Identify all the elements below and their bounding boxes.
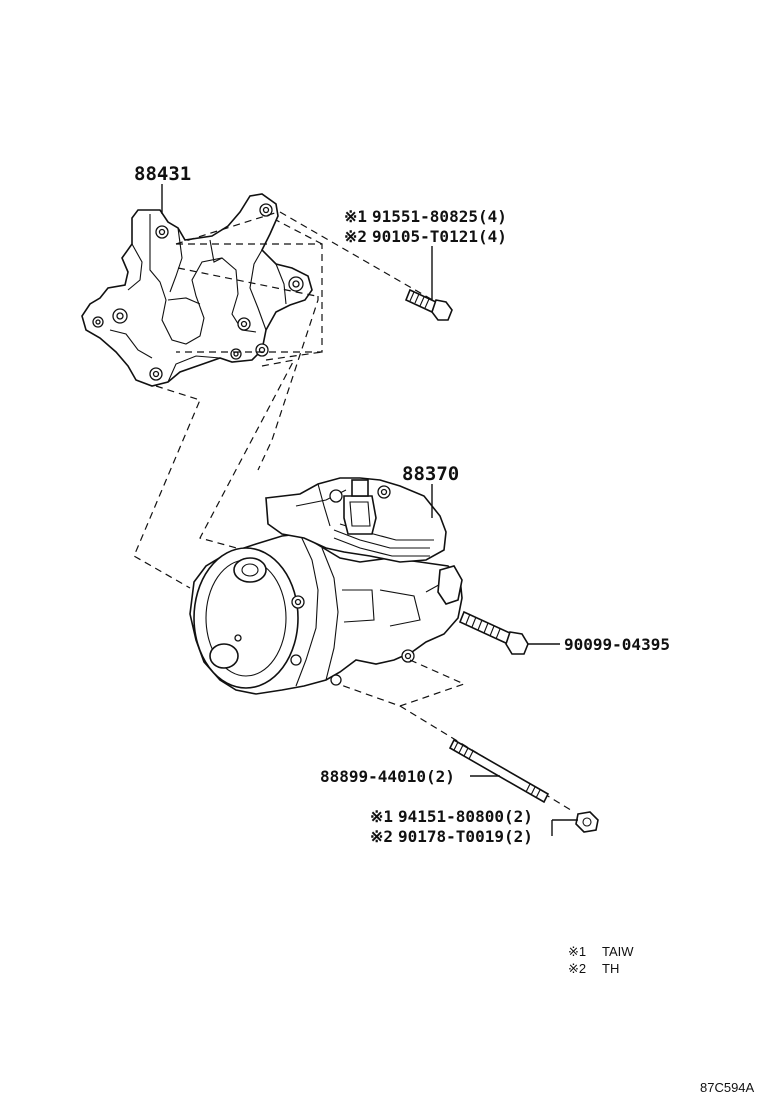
stud[interactable] bbox=[448, 738, 550, 804]
bracket-88431[interactable] bbox=[81, 193, 313, 387]
label-side-bolt: 90099-04395 bbox=[564, 635, 670, 654]
callout-nut-2-mark: ※2 bbox=[370, 827, 393, 846]
label-stud: 88899-44010(2) bbox=[320, 767, 455, 786]
callout-top-1-part: 91551-80825(4) bbox=[372, 207, 507, 226]
bracket-dashed-outline bbox=[175, 211, 323, 361]
label-compressor: 88370 bbox=[402, 463, 459, 485]
label-bracket: 88431 bbox=[134, 163, 191, 185]
nut[interactable] bbox=[575, 811, 599, 833]
callout-top-2-part: 90105-T0121(4) bbox=[372, 227, 507, 246]
callout-top-2-mark: ※2 bbox=[344, 227, 367, 246]
alignment-rails bbox=[133, 211, 437, 589]
bolt-top[interactable] bbox=[404, 288, 453, 321]
legend-1-text: TAIW bbox=[602, 944, 634, 959]
compressor-88370[interactable] bbox=[189, 477, 463, 695]
legend-2-text: TH bbox=[602, 961, 619, 976]
legend-1-mark: ※1 bbox=[568, 944, 586, 959]
bolt-side[interactable] bbox=[458, 610, 529, 655]
callout-nut-1-part: 94151-80800(2) bbox=[398, 807, 533, 826]
diagram-code: 87C594A bbox=[700, 1080, 755, 1095]
legend-2-mark: ※2 bbox=[568, 961, 586, 976]
callout-nut-2-part: 90178-T0019(2) bbox=[398, 827, 533, 846]
callout-top-1-mark: ※1 bbox=[344, 207, 367, 226]
callout-nut-1-mark: ※1 bbox=[370, 807, 393, 826]
